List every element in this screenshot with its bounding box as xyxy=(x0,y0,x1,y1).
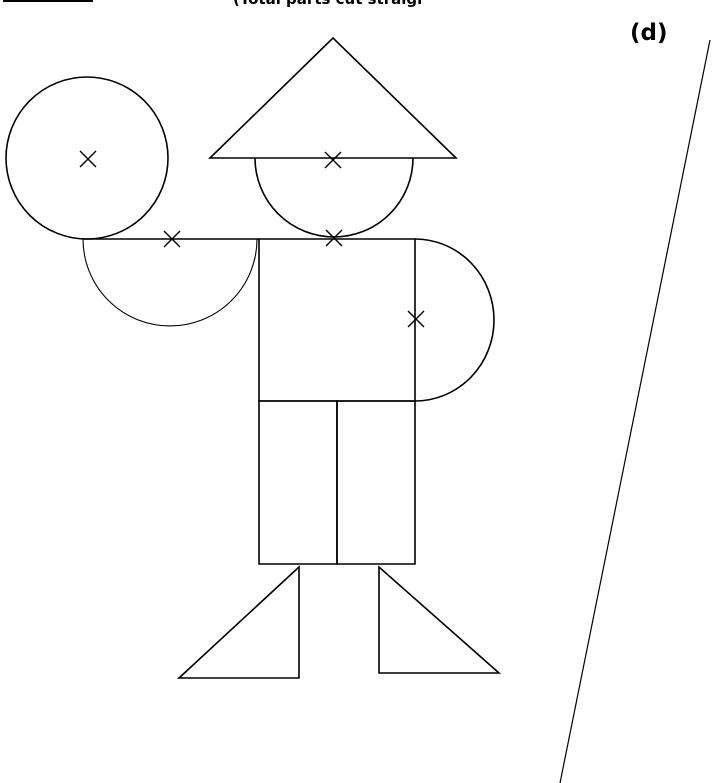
page-divider-line xyxy=(560,40,710,783)
arm-center-mark xyxy=(164,231,180,247)
answer-rule xyxy=(3,0,93,2)
arm-semicircle xyxy=(83,239,257,326)
head-center-mark xyxy=(325,152,341,168)
right-foot-triangle xyxy=(379,567,499,673)
right-leg-rectangle xyxy=(337,401,415,564)
left-foot-triangle xyxy=(179,567,299,678)
hat-triangle xyxy=(210,38,456,158)
head-semicircle xyxy=(255,158,413,237)
body-square xyxy=(259,239,415,401)
left-leg-rectangle xyxy=(259,401,337,564)
header-fragment-text: (Total parts cut straight) mn) xyxy=(233,0,423,8)
side-center-mark xyxy=(408,311,424,327)
header-fragment: (Total parts cut straight) mn) xyxy=(3,0,423,10)
side-semicircle xyxy=(415,239,494,401)
part-label: (d) xyxy=(630,20,668,46)
neck-center-mark xyxy=(326,230,342,246)
ball-center-mark xyxy=(80,151,96,167)
